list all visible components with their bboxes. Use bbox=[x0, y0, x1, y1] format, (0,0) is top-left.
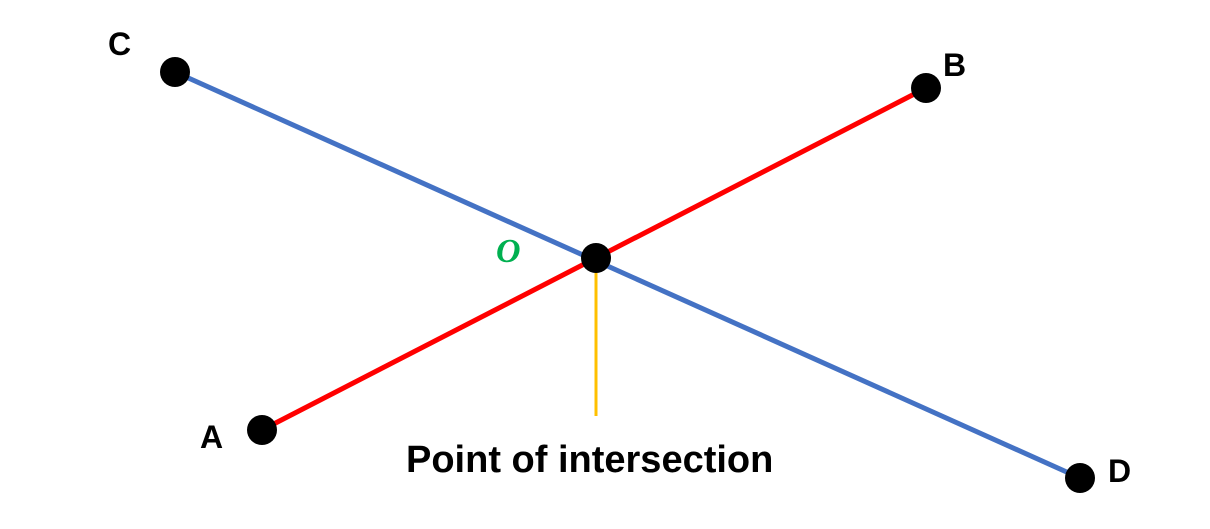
label-a: A bbox=[200, 419, 223, 455]
point-b bbox=[911, 73, 941, 103]
point-d bbox=[1065, 463, 1095, 493]
point-o bbox=[581, 243, 611, 273]
label-b: B bbox=[943, 47, 966, 83]
intersection-caption: Point of intersection bbox=[406, 439, 773, 481]
point-a bbox=[247, 415, 277, 445]
segment-cd bbox=[173, 69, 1082, 481]
point-c bbox=[160, 57, 190, 87]
label-c: C bbox=[108, 26, 131, 62]
label-o: O bbox=[496, 233, 521, 270]
label-d: D bbox=[1108, 453, 1131, 489]
